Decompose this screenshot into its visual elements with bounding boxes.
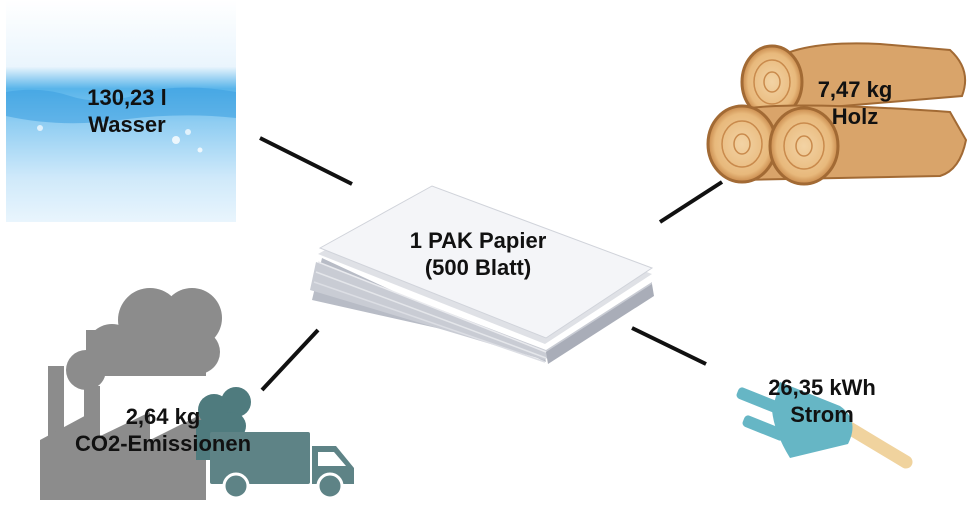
water-value: 130,23 l (87, 85, 167, 110)
water-node-label: 130,23 l Wasser (52, 84, 202, 138)
wood-node-label: 7,47 kg Holz (790, 76, 920, 130)
center-title: 1 PAK Papier (409, 228, 547, 253)
center-subtitle: (500 Blatt) (424, 255, 532, 280)
smoke-cloud-icon (66, 288, 222, 390)
water-icon (6, 0, 236, 222)
wood-name: Holz (831, 104, 879, 129)
connector-wood (658, 180, 724, 224)
co2-value: 2,64 kg (125, 404, 201, 429)
paper-stack-icon (310, 185, 654, 364)
connector-co2 (260, 328, 320, 392)
plug-icon (736, 382, 913, 469)
power-node-label: 26,35 kWh Strom (742, 374, 902, 428)
power-name: Strom (790, 402, 854, 427)
factory-icon (40, 366, 206, 500)
water-name: Wasser (88, 112, 166, 137)
connectors (259, 136, 724, 392)
wood-value: 7,47 kg (817, 77, 893, 102)
exhaust-cloud-icon (196, 387, 251, 460)
co2-node-label: 2,64 kg CO2-Emissionen (38, 403, 288, 457)
factory-truck-icon (40, 288, 354, 500)
co2-name: CO2-Emissionen (74, 431, 252, 456)
power-value: 26,35 kWh (768, 375, 876, 400)
connector-water (259, 136, 353, 186)
logs-icon (706, 42, 968, 186)
connector-power (631, 326, 707, 366)
center-node-label: 1 PAK Papier (500 Blatt) (386, 227, 570, 281)
truck-icon (210, 432, 354, 500)
